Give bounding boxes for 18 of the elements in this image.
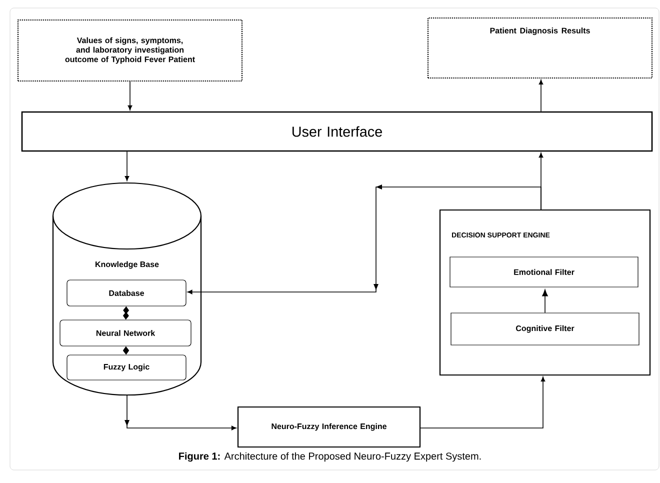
interface-bar: User Interface xyxy=(21,111,653,152)
arrow xyxy=(187,184,542,294)
arrow xyxy=(124,394,236,430)
output-box: Patient Diagnosis Results xyxy=(427,17,653,79)
process-box: Cognitive Filter xyxy=(450,312,640,346)
process-box: Fuzzy Logic xyxy=(66,354,186,380)
arrow xyxy=(420,376,546,428)
caption: Figure 1: Architecture of the Proposed Neuro-Fuzzy Expert System. xyxy=(179,452,481,462)
process-box: Emotional Filter xyxy=(450,256,638,288)
input-box: Values of signs, symptoms, and laboratory investigation outcome of Typhoid Fever Patient xyxy=(17,19,243,82)
process-box: Neuro-Fuzzy Inference Engine xyxy=(237,406,421,448)
arrow xyxy=(128,81,132,110)
arrow xyxy=(124,151,130,181)
process-box: Neural Network xyxy=(60,320,192,346)
arrow xyxy=(538,80,544,112)
arrow xyxy=(542,289,548,314)
process-box: Database xyxy=(66,280,186,306)
node-label: Knowledge Base xyxy=(96,261,159,269)
